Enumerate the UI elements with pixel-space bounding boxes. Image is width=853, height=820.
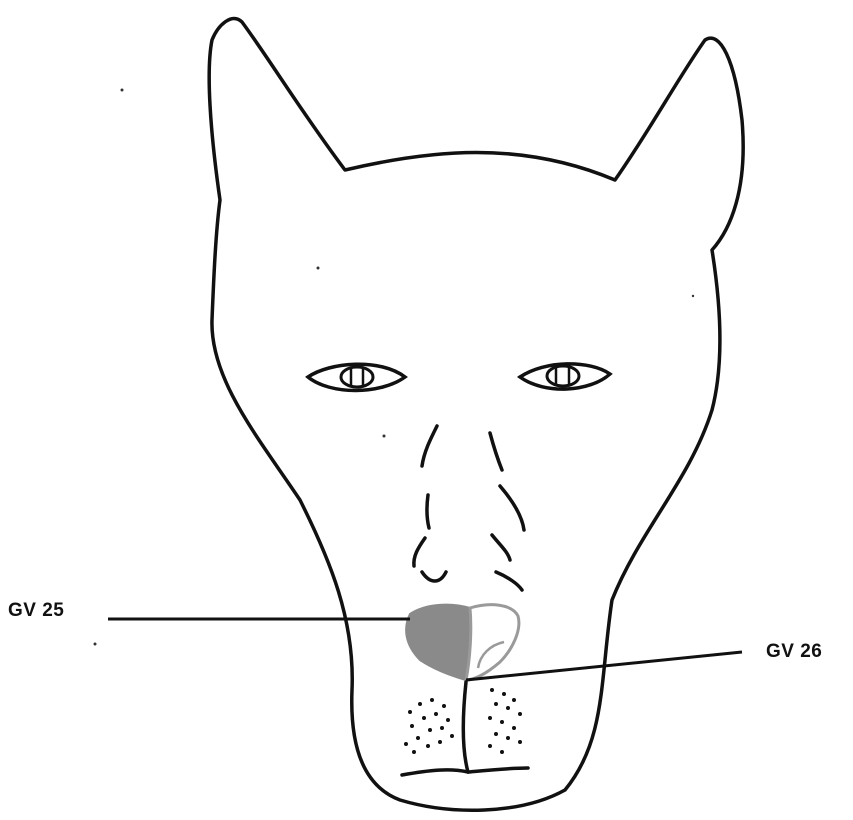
gv25-label: GV 25 xyxy=(8,600,64,622)
nose-gv26-region xyxy=(466,605,519,680)
muzzle-left-lines xyxy=(414,426,446,581)
mouth xyxy=(402,682,528,775)
whisker-dots-right xyxy=(488,688,522,754)
nose-gv25-region xyxy=(406,605,471,680)
left-eye-icon xyxy=(308,364,405,390)
whisker-dots-left xyxy=(404,698,454,754)
right-eye-icon xyxy=(520,364,610,389)
nose-inner-curve xyxy=(478,642,504,668)
muzzle-right-lines xyxy=(490,433,524,590)
gv26-label: GV 26 xyxy=(766,641,822,663)
scan-specks xyxy=(94,89,695,646)
head-outline xyxy=(209,18,743,810)
